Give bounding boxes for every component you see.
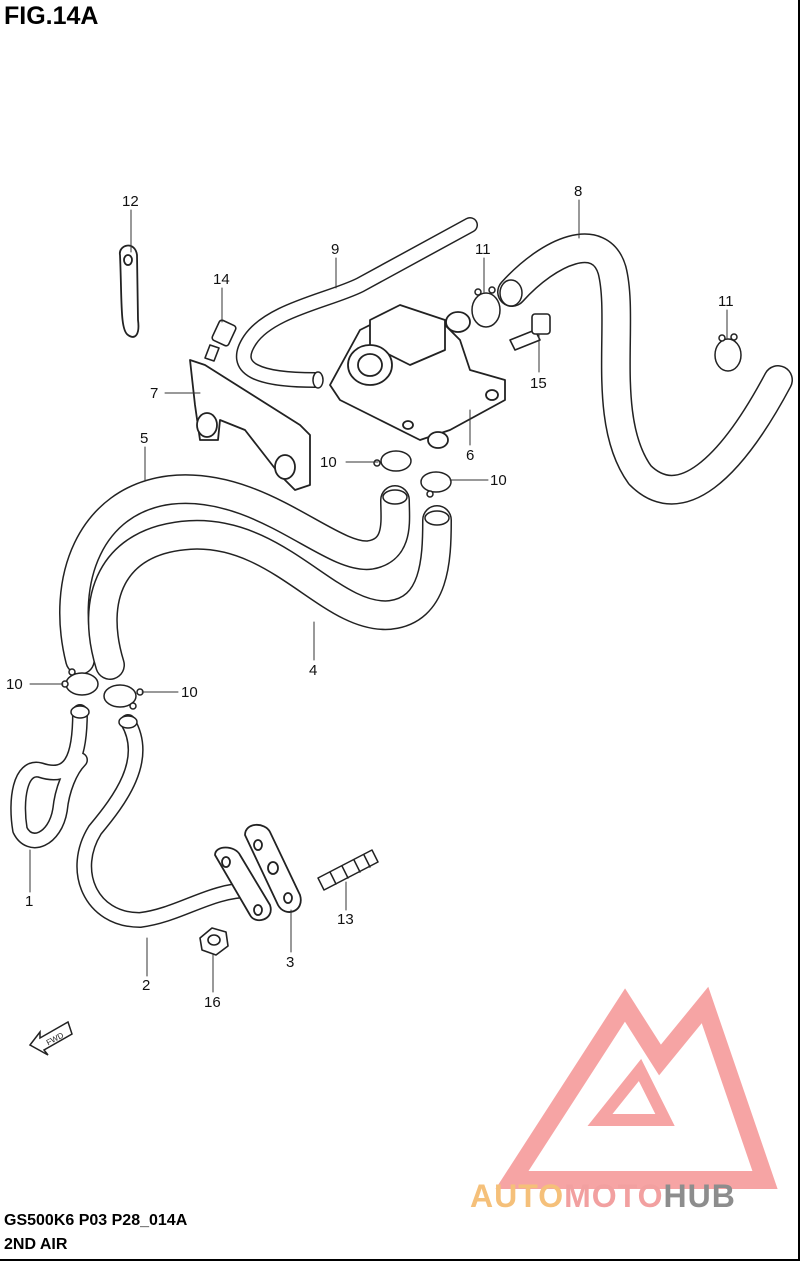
watermark-moto: MOTO [564, 1178, 664, 1214]
stud-13 [317, 849, 379, 891]
clamp-11-b [714, 333, 742, 372]
callout-12: 12 [122, 193, 139, 210]
callout-9: 9 [331, 241, 339, 258]
gasket-3 [214, 823, 302, 922]
callout-10-a: 10 [320, 454, 337, 471]
callout-16: 16 [204, 994, 221, 1011]
callout-4: 4 [309, 662, 317, 679]
automotohub-logo-icon [495, 986, 778, 1189]
right-frame-border [798, 0, 800, 1261]
hose-4 [87, 505, 452, 680]
callout-10-c: 10 [6, 676, 23, 693]
watermark-auto: AUTO [470, 1178, 565, 1214]
callout-1: 1 [25, 893, 33, 910]
bracket-7 [189, 359, 311, 491]
footer-model-code: GS500K6 P03 P28_014A [4, 1212, 188, 1229]
clamp-11-a [471, 286, 501, 328]
hose-9 [235, 217, 478, 389]
hose-8 [497, 233, 793, 505]
callout-3: 3 [286, 954, 294, 971]
bolt-15 [509, 313, 551, 351]
clamp-10-c [61, 668, 99, 696]
clamp-10-d [103, 684, 144, 710]
air-valve-6 [329, 304, 506, 449]
bottom-frame-border [0, 1259, 800, 1261]
callout-2: 2 [142, 977, 150, 994]
clamp-10-a [373, 450, 412, 472]
callout-14: 14 [213, 271, 230, 288]
callout-11-a: 11 [475, 241, 491, 258]
pipe-2 [76, 714, 258, 928]
bolt-14 [204, 319, 237, 362]
callout-7: 7 [150, 385, 158, 402]
callout-6: 6 [466, 447, 474, 464]
callout-15: 15 [530, 375, 547, 392]
leader-lines [29, 199, 728, 993]
callout-10-d: 10 [181, 684, 198, 701]
nut-16 [199, 927, 229, 956]
clamp-10-b [420, 471, 452, 498]
footer-section: 2ND AIR [4, 1236, 68, 1253]
callout-8: 8 [574, 183, 582, 200]
hose-5 [59, 474, 411, 675]
figure-title: FIG.14A [4, 2, 99, 30]
callout-11-b: 11 [718, 293, 734, 310]
fwd-arrow-icon: FWD [28, 1020, 73, 1056]
automotohub-watermark: AUTOMOTOHUB [470, 1178, 736, 1215]
callout-13: 13 [337, 911, 354, 928]
callout-5: 5 [140, 430, 148, 447]
watermark-hub: HUB [663, 1178, 736, 1214]
pipe-1 [10, 704, 90, 849]
callout-10-b: 10 [490, 472, 507, 489]
strap-12 [119, 244, 140, 338]
